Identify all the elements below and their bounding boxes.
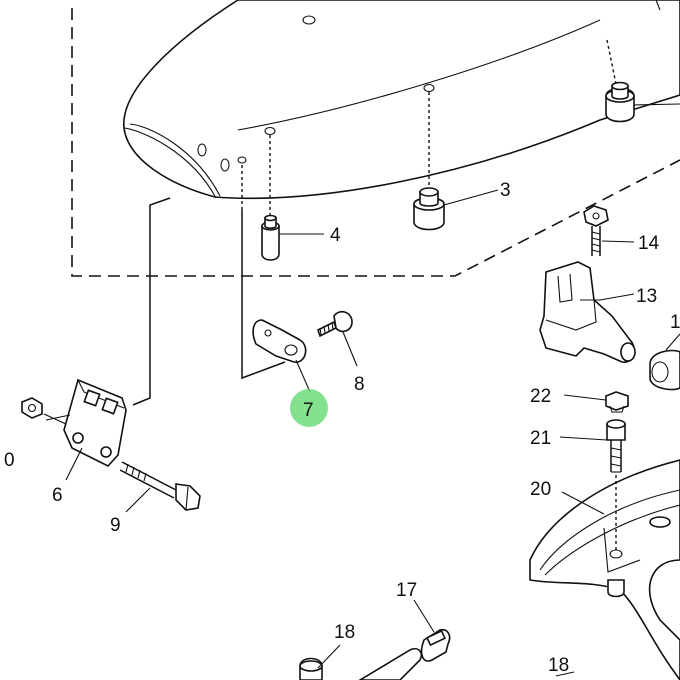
nut-22 <box>563 391 629 413</box>
rubber-cap-4 <box>261 214 324 261</box>
cowl-body <box>123 0 680 200</box>
callout-7: 7 <box>303 400 314 421</box>
callout-9: 9 <box>110 515 121 536</box>
clip-7 <box>252 319 311 393</box>
screw-8 <box>317 310 358 367</box>
bracket-6 <box>21 378 127 481</box>
bolt-14 <box>583 205 635 256</box>
callout-17: 17 <box>396 580 417 601</box>
screw-21 <box>559 419 626 473</box>
parts-lower <box>299 599 575 680</box>
bolt-9 <box>119 461 201 513</box>
mount-guides <box>237 39 617 215</box>
callout-6: 6 <box>52 485 63 506</box>
callout-18-left: 18 <box>334 622 355 643</box>
callout-20: 20 <box>530 479 551 500</box>
grommet-3 <box>413 187 499 231</box>
callout-0: 0 <box>4 450 15 471</box>
grommet-upper-right <box>605 81 680 123</box>
callout-1: 1 <box>670 312 680 333</box>
callout-13: 13 <box>636 286 657 307</box>
callout-18-right: 18 <box>548 655 569 676</box>
callout-8: 8 <box>354 374 365 395</box>
callout-4: 4 <box>330 225 341 246</box>
callout-14: 14 <box>638 233 660 254</box>
callout-3: 3 <box>500 180 511 201</box>
callout-22: 22 <box>530 386 551 407</box>
guide-lines <box>132 197 286 406</box>
callout-21: 21 <box>530 428 551 449</box>
holder-13 <box>539 261 636 363</box>
fender-20 <box>529 459 680 680</box>
callout-labels: 3 4 14 13 1 8 7 22 21 0 6 20 9 17 18 18 <box>4 180 680 676</box>
cap-1 <box>649 333 680 391</box>
callout-7-highlight <box>290 389 328 427</box>
